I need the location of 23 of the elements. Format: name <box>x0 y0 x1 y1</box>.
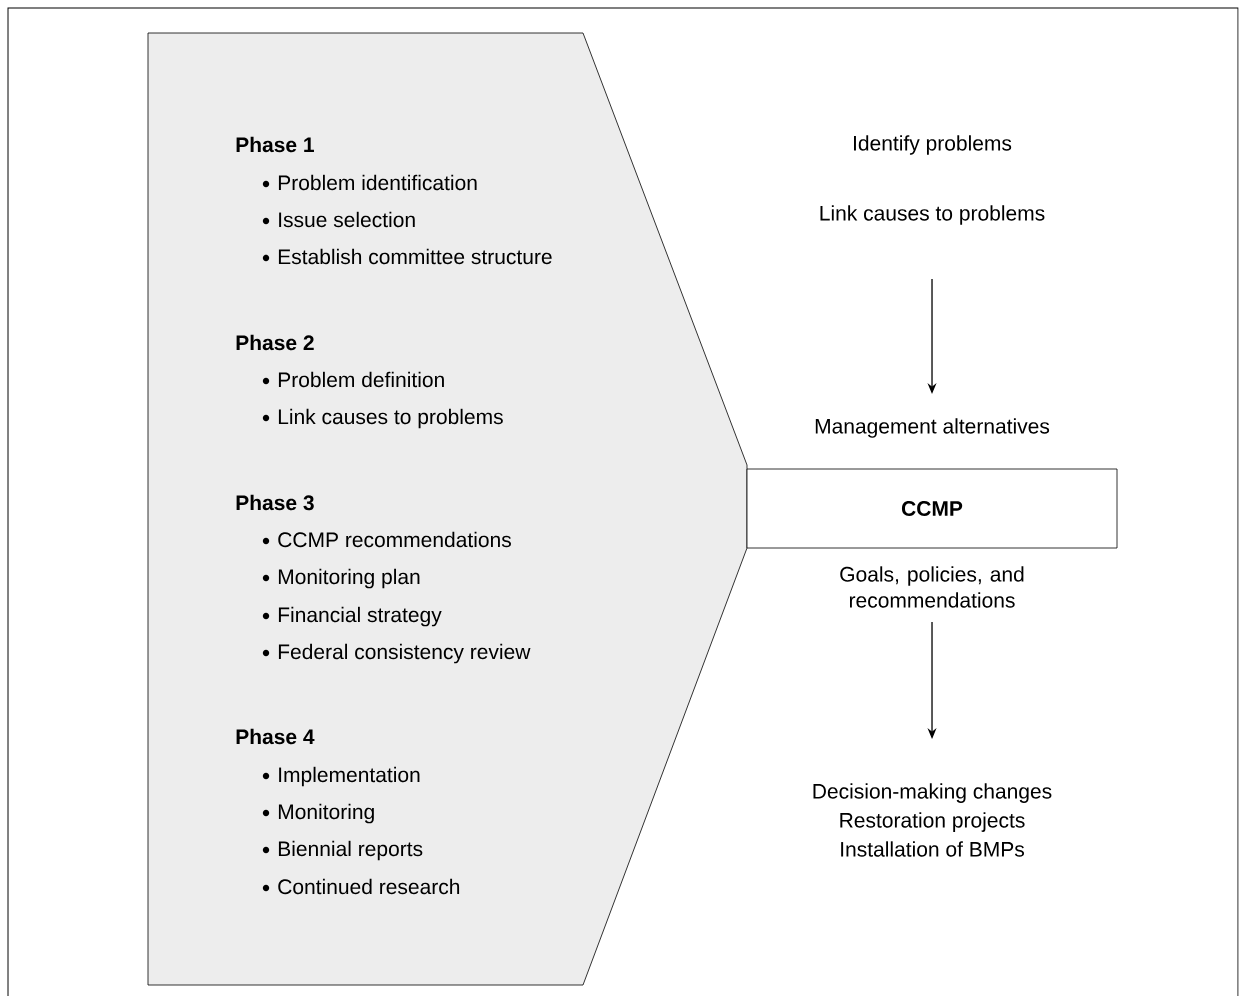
list-item: Issue selection <box>279 211 415 228</box>
list-item: Implementation <box>279 766 420 787</box>
step-text: Management alternatives <box>815 418 1050 438</box>
list-item: CCMP recommendations <box>278 531 511 548</box>
list-item: Problem identification <box>278 174 477 191</box>
funnel-shape <box>147 32 748 986</box>
list-item: Problem definition <box>278 371 444 388</box>
step-text: Identify problems Link causes to problems <box>820 135 1045 225</box>
phase-heading: Phase 2 <box>236 334 314 351</box>
ccmp-box: CCMP <box>746 468 1118 549</box>
list-item: Federal consistency review <box>278 643 531 664</box>
list-item: Financial strategy <box>278 606 442 627</box>
list-item: Continued research <box>278 878 460 895</box>
phase-heading: Phase 4 <box>236 728 315 745</box>
phase-heading: Phase 3 <box>236 494 314 511</box>
phase-heading: Phase 1 <box>236 136 314 153</box>
outcome-text: Decision-making changes Restoration projects Installation of BMPs <box>813 783 1052 857</box>
step-text: Goals, policies, and recommendations <box>840 566 1024 608</box>
list-item: Biennial reports <box>278 840 423 861</box>
list-item: Link causes to problems <box>278 408 503 429</box>
list-item: Monitoring plan <box>278 568 420 589</box>
list-item: Establish committee structure <box>278 248 552 265</box>
list-item: Monitoring <box>278 803 374 824</box>
